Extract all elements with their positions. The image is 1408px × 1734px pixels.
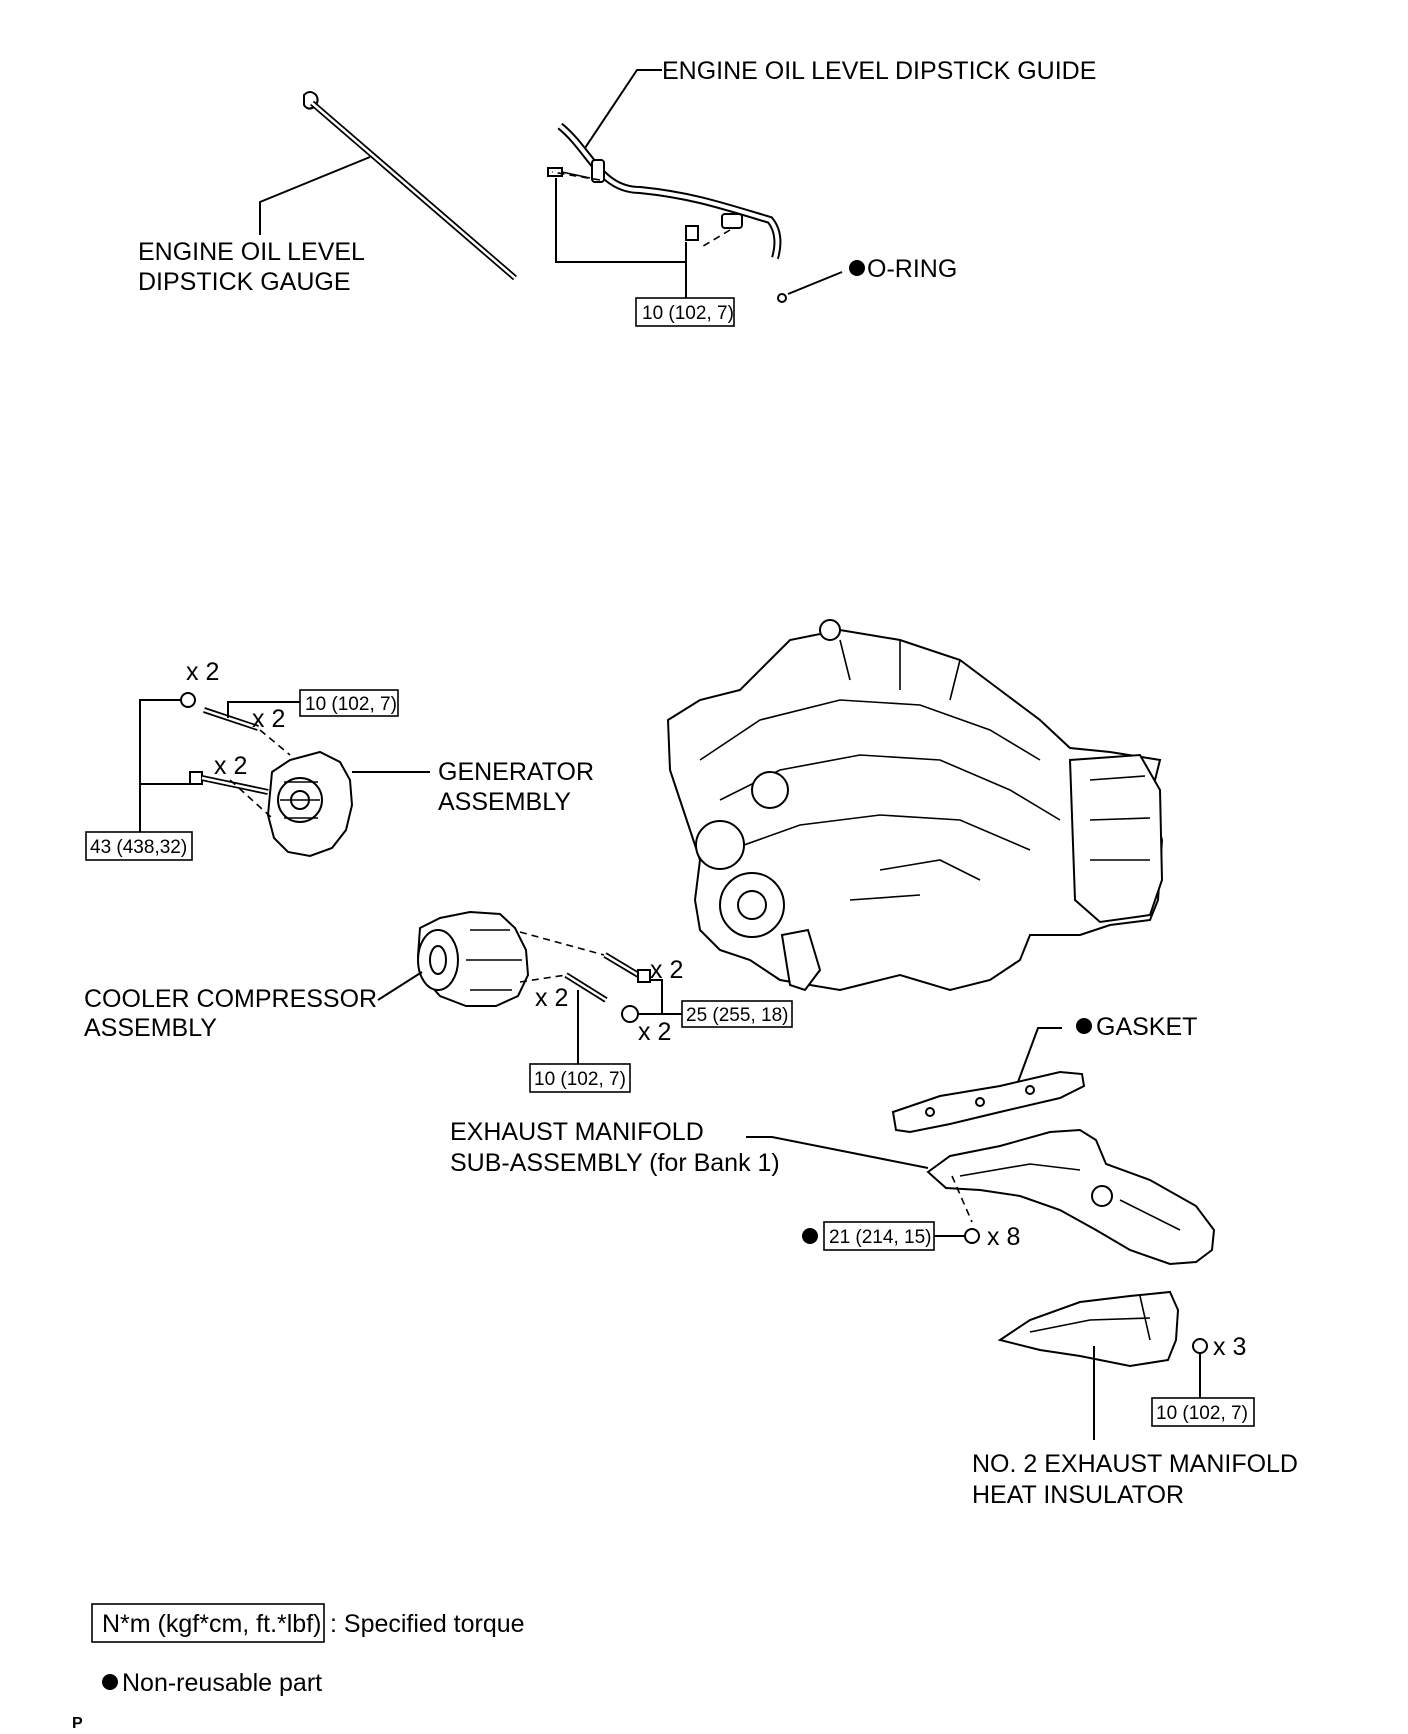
cooler-compressor-leader bbox=[377, 971, 423, 1001]
generator-upper-torque-leader bbox=[227, 701, 300, 718]
exhaust-manifold-nut-dash bbox=[951, 1175, 973, 1223]
dipstick-gauge-label-line1: ENGINE OIL LEVEL bbox=[138, 238, 365, 266]
dipstick-guide-drawing bbox=[547, 122, 782, 260]
exhaust-manifold-label-line1: EXHAUST MANIFOLD bbox=[450, 1118, 704, 1146]
exhaust-manifold-drawing bbox=[926, 1128, 1216, 1266]
cooler-compressor-label-line2: ASSEMBLY bbox=[84, 1014, 217, 1042]
compressor-stud-qty: x 2 bbox=[535, 984, 568, 1012]
dipstick-guide-label: ENGINE OIL LEVEL DIPSTICK GUIDE bbox=[662, 57, 1096, 85]
generator-nut bbox=[180, 692, 196, 708]
gasket-label: GASKET bbox=[1096, 1013, 1197, 1041]
compressor-right-torque-value: 25 (255, 18) bbox=[686, 1005, 788, 1026]
generator-bolt-dash bbox=[229, 779, 273, 819]
manifold-nut-qty: x 8 bbox=[987, 1223, 1020, 1251]
generator-bolt-qty: x 2 bbox=[214, 752, 247, 780]
manifold-nonreusable-dot bbox=[802, 1228, 818, 1244]
generator-label-line2: ASSEMBLY bbox=[438, 788, 571, 816]
compressor-right-torque-leader bbox=[650, 979, 682, 1015]
generator-lower-torque-value: 43 (438,32) bbox=[90, 837, 187, 858]
legend-torque-box bbox=[91, 1603, 325, 1643]
generator-upper-torque-value: 10 (102, 7) bbox=[305, 694, 397, 715]
o-ring-nonreusable-dot bbox=[849, 260, 865, 276]
o-ring-label: O-RING bbox=[867, 255, 957, 283]
compressor-bolt-head bbox=[637, 969, 651, 983]
generator-assembly-drawing bbox=[266, 750, 354, 858]
legend-torque-desc: : Specified torque bbox=[330, 1610, 525, 1638]
compressor-lower-torque-value: 10 (102, 7) bbox=[534, 1069, 626, 1090]
gasket-nonreusable-dot bbox=[1076, 1018, 1092, 1034]
dipstick-guide-torque-value: 10 (102, 7) bbox=[642, 303, 734, 324]
manifold-torque-value: 21 (214, 15) bbox=[829, 1227, 931, 1248]
heat-insulator-label-line2: HEAT INSULATOR bbox=[972, 1481, 1184, 1509]
exhaust-manifold-label-line2: SUB-ASSEMBLY (for Bank 1) bbox=[450, 1149, 780, 1177]
compressor-stud-dash bbox=[519, 974, 567, 983]
legend-nonreusable-text: Non-reusable part bbox=[122, 1669, 322, 1697]
generator-stud-qty: x 2 bbox=[252, 705, 285, 733]
dipstick-guide-leader bbox=[584, 69, 662, 149]
page-code: P bbox=[72, 1715, 83, 1732]
o-ring-leader bbox=[787, 271, 843, 295]
generator-label-line1: GENERATOR bbox=[438, 758, 594, 786]
o-ring-part bbox=[777, 293, 787, 303]
heat-insulator-drawing bbox=[997, 1290, 1180, 1368]
heat-insulator-label-line1: NO. 2 EXHAUST MANIFOLD bbox=[972, 1450, 1298, 1478]
generator-lower-torque-box bbox=[85, 831, 193, 861]
compressor-right-torque-box bbox=[681, 1000, 793, 1028]
compressor-nut-qty: x 2 bbox=[638, 1018, 671, 1046]
exhaust-manifold-leader bbox=[746, 1136, 929, 1169]
compressor-bolt-dash bbox=[519, 931, 605, 956]
legend-torque-unit: N*m (kgf*cm, ft.*lbf) bbox=[102, 1610, 321, 1638]
insulator-torque-value: 10 (102, 7) bbox=[1156, 1403, 1248, 1424]
insulator-torque-box bbox=[1151, 1397, 1255, 1427]
dipstick-guide-torque-box bbox=[635, 297, 735, 327]
dipstick-guide-torque-leader bbox=[555, 178, 687, 263]
dipstick-gauge-drawing bbox=[303, 91, 517, 281]
dipstick-gauge-leader bbox=[259, 156, 371, 235]
legend-nonreusable-dot bbox=[102, 1674, 118, 1690]
generator-upper-torque-box bbox=[299, 689, 399, 717]
cooler-compressor-label-line1: COOLER COMPRESSOR bbox=[84, 985, 377, 1013]
compressor-lower-torque-box bbox=[529, 1063, 631, 1093]
generator-nut-qty: x 2 bbox=[186, 658, 219, 686]
generator-bolt-head bbox=[189, 771, 203, 785]
gasket-leader bbox=[1017, 1027, 1062, 1083]
manifold-nut bbox=[964, 1228, 980, 1244]
gasket-drawing bbox=[891, 1070, 1086, 1134]
cooler-compressor-drawing bbox=[416, 910, 530, 1007]
insulator-bolt-qty: x 3 bbox=[1213, 1333, 1246, 1361]
generator-stud-dash bbox=[259, 729, 291, 756]
engine-assembly-drawing bbox=[666, 619, 1164, 992]
generator-lower-torque-leader bbox=[139, 699, 182, 840]
dipstick-gauge-label-line2: DIPSTICK GAUGE bbox=[138, 268, 351, 296]
manifold-torque-box bbox=[823, 1221, 935, 1251]
insulator-bolt bbox=[1192, 1338, 1208, 1354]
compressor-nut bbox=[621, 1005, 639, 1023]
